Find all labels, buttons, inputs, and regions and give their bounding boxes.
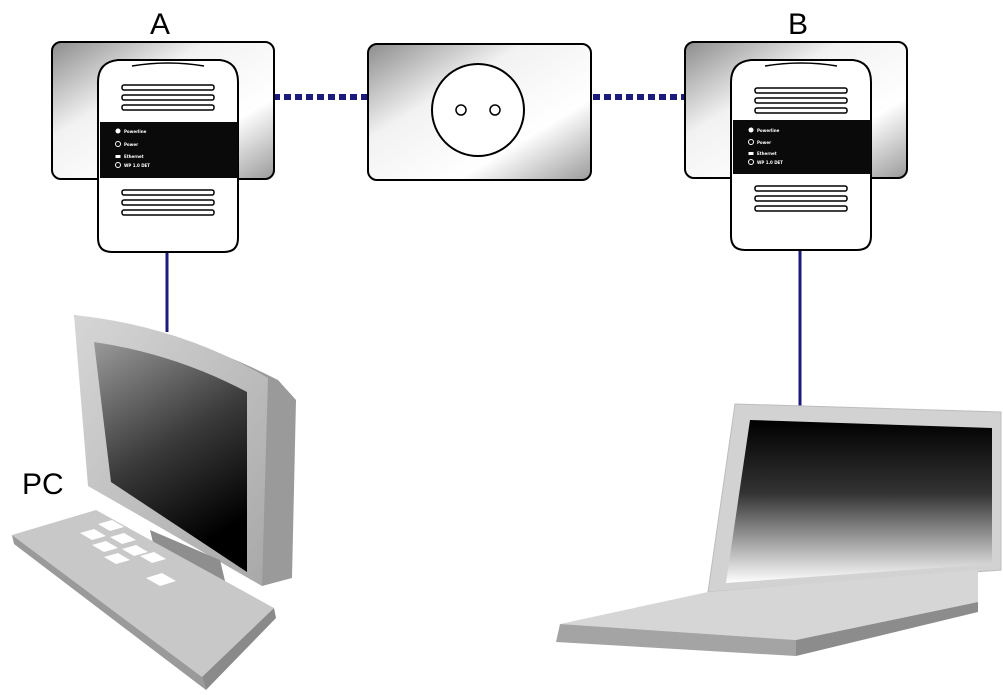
vent-top-b: [754, 87, 848, 114]
pc-computer: PC: [12, 315, 296, 690]
keyboard-edge-right: [202, 608, 276, 690]
laptop-base: [560, 570, 978, 640]
adapter-b-label: B: [788, 8, 808, 41]
socket-icon: [431, 63, 525, 157]
adapter-a-label: A: [150, 8, 170, 41]
socket-hole-right: [489, 104, 501, 116]
indicator-text: Powerline: [124, 129, 147, 134]
indicator-text: Power: [124, 142, 138, 147]
indicator-text: WP 1.0 DET: [757, 160, 783, 165]
indicator-list-b: Powerline Power Ethernet WP 1.0 DET: [748, 127, 783, 165]
laptop-base-side: [796, 602, 978, 656]
adapter-b: Powerline Power Ethernet WP 1.0 DET B: [684, 8, 908, 251]
socket-hole-left: [455, 104, 467, 116]
indicator-panel-a: [100, 122, 238, 178]
adapter-a: Powerline Power Ethernet WP 1.0 DET A: [51, 8, 275, 253]
wall-outlet: [367, 43, 592, 181]
monitor-screen: [94, 342, 247, 572]
indicator-list-a: Powerline Power Ethernet WP 1.0 DET: [115, 128, 150, 168]
indicator-text: Ethernet: [124, 154, 144, 159]
indicator-panel-b: [733, 120, 871, 174]
indicator-text: Power: [757, 140, 771, 145]
laptop: [556, 403, 1002, 656]
keyboard-edge: [12, 535, 206, 690]
vent-bottom-a: [121, 189, 215, 216]
vent-bottom-b: [754, 185, 848, 212]
keyboard-keys: [80, 520, 176, 586]
vent-top-a: [121, 84, 215, 111]
indicator-text: WP 1.0 DET: [124, 163, 150, 168]
laptop-base-edge: [556, 624, 796, 656]
keyboard-top: [12, 510, 274, 677]
indicator-text: Powerline: [757, 128, 780, 133]
laptop-screen: [726, 420, 992, 583]
pc-label: PC: [22, 468, 64, 501]
indicator-text: Ethernet: [757, 151, 777, 156]
